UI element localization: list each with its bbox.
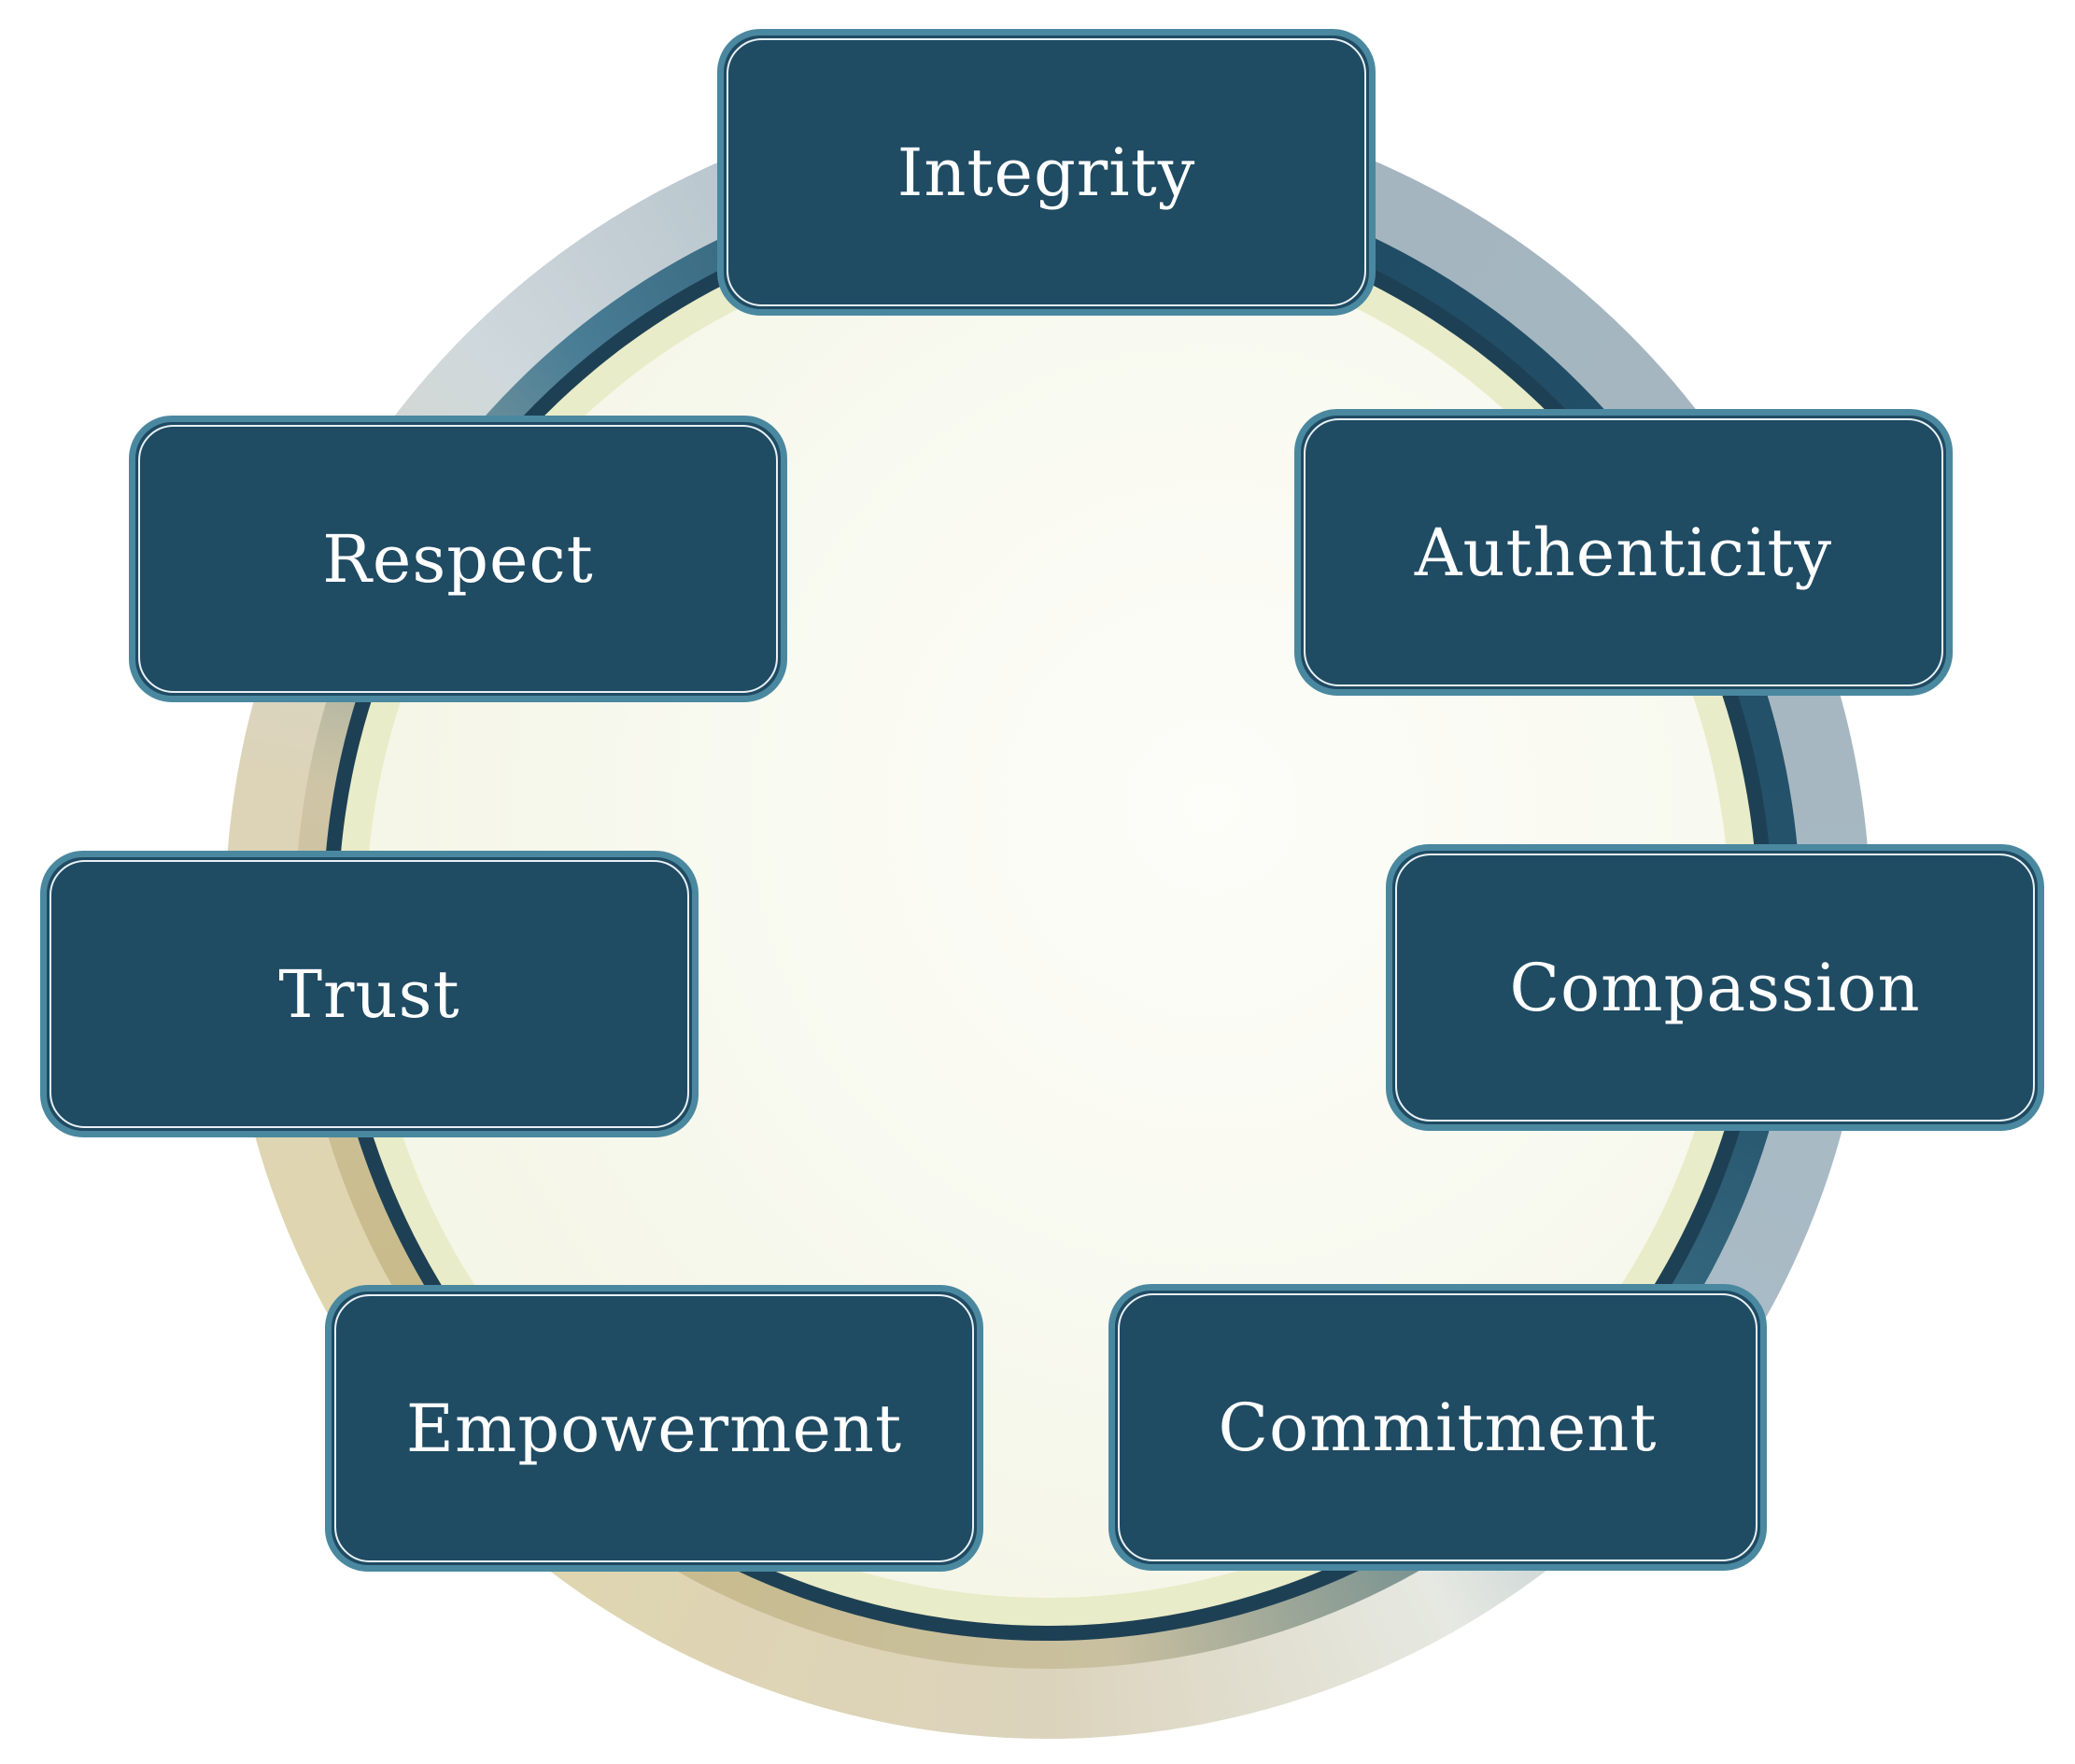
- node-compassion: Compassion: [1386, 844, 2044, 1131]
- node-integrity: Integrity: [717, 29, 1376, 316]
- node-label: Integrity: [896, 134, 1196, 211]
- node-label: Commitment: [1218, 1389, 1658, 1466]
- node-label: Respect: [322, 520, 594, 598]
- node-label: Authenticity: [1414, 514, 1833, 591]
- node-trust: Trust: [40, 851, 699, 1137]
- node-label: Trust: [278, 955, 460, 1033]
- node-respect: Respect: [129, 416, 787, 702]
- node-label: Compassion: [1509, 949, 1921, 1026]
- node-empowerment: Empowerment: [325, 1285, 983, 1572]
- node-label: Empowerment: [405, 1390, 903, 1467]
- node-authenticity: Authenticity: [1294, 409, 1953, 696]
- node-commitment: Commitment: [1108, 1284, 1767, 1571]
